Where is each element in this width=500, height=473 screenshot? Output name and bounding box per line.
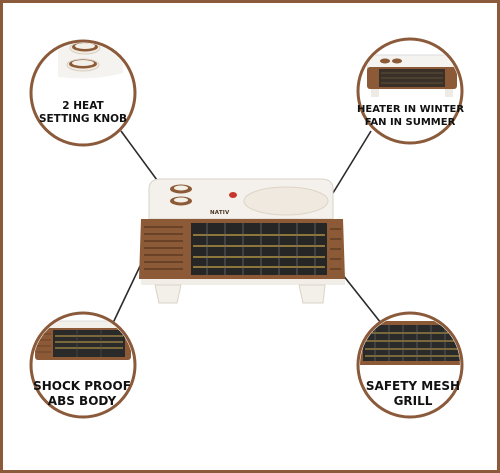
callout-body-line1: SHOCK PROOF bbox=[33, 379, 131, 393]
callout-grill-label: SAFETY MESH GRILL bbox=[363, 379, 463, 409]
infographic-artwork bbox=[29, 37, 464, 419]
callout-mode-label: HEATER IN WINTER FAN IN SUMMER bbox=[357, 104, 465, 129]
connector-mode bbox=[332, 130, 372, 194]
callout-grill-line1: SAFETY MESH bbox=[365, 379, 461, 393]
abs-body-closeup-icon bbox=[29, 311, 137, 419]
callout-mode-line1: HEATER IN WINTER bbox=[357, 104, 465, 115]
callout-body-label: SHOCK PROOF ABS BODY bbox=[32, 379, 132, 409]
callout-knob-line2: SETTING KNOB bbox=[38, 113, 128, 126]
callout-knob-line1: 2 HEAT bbox=[62, 100, 104, 112]
heater-mini-icon bbox=[356, 37, 464, 145]
knob-closeup-icon bbox=[29, 39, 137, 147]
heater-product-image bbox=[139, 178, 345, 304]
mesh-grill-closeup-icon bbox=[356, 311, 464, 419]
heater-grill bbox=[191, 223, 327, 275]
callout-body-line2: ABS BODY bbox=[47, 394, 117, 408]
callout-mode-line2: FAN IN SUMMER bbox=[364, 116, 456, 128]
brand-badge: NATIV bbox=[210, 210, 230, 216]
callout-knob-label: 2 HEAT SETTING KNOB bbox=[37, 100, 129, 126]
callout-grill-line2: GRILL bbox=[393, 394, 433, 408]
